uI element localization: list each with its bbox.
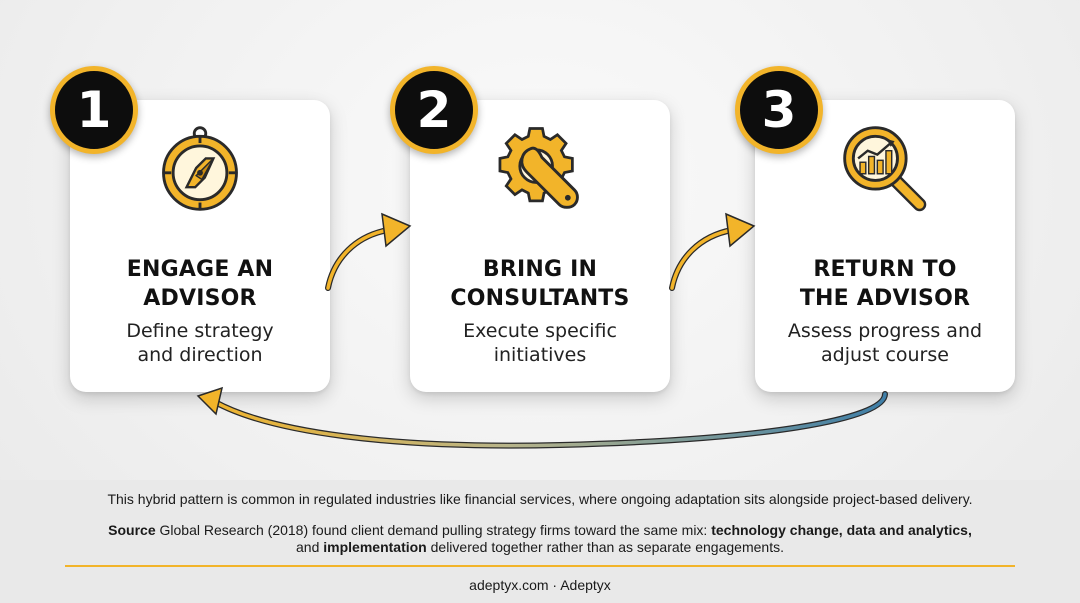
step-3-card: RETURN TO THE ADVISOR Assess progress an…	[755, 100, 1015, 392]
step-2-desc-line1: Execute specific	[463, 320, 617, 342]
step-1-desc-line2: and direction	[137, 344, 263, 366]
step-2-card: BRING IN CONSULTANTS Execute specific in…	[410, 100, 670, 392]
step-3-description: Assess progress and adjust course	[755, 319, 1015, 367]
source-citation: Source Global Research (2018) found clie…	[40, 522, 1040, 556]
source-text-1: Global Research (2018) found client dema…	[155, 522, 712, 538]
footer: This hybrid pattern is common in regulat…	[0, 480, 1080, 603]
step-2-description: Execute specific initiatives	[410, 319, 670, 367]
step-1-description: Define strategy and direction	[70, 319, 330, 367]
step-3-title: RETURN TO THE ADVISOR	[755, 255, 1015, 313]
step-2-title-line2: CONSULTANTS	[450, 286, 630, 311]
footer-note: This hybrid pattern is common in regulat…	[107, 491, 973, 507]
step-2-number-badge: 2	[390, 66, 478, 154]
compass-icon	[70, 120, 330, 220]
step-1-title: ENGAGE AN ADVISOR	[70, 255, 330, 313]
step-1-title-line1: ENGAGE AN	[126, 257, 274, 282]
source-label: Source	[108, 522, 156, 538]
step-2-title: BRING IN CONSULTANTS	[410, 255, 670, 313]
footer-credit: adeptyx.com · Adeptyx	[469, 577, 611, 593]
arrow-loop-back	[196, 386, 888, 449]
arrow-step1-to-step2	[325, 212, 412, 291]
step-2-title-line1: BRING IN	[482, 257, 598, 282]
magnifier-chart-icon	[755, 120, 1015, 220]
step-1-desc-line1: Define strategy	[126, 320, 274, 342]
gear-wrench-icon	[410, 120, 670, 220]
source-bold-1: technology change, data and analytics,	[711, 522, 972, 538]
process-diagram: 1 ENGAGE AN ADVISOR Define strategy and …	[50, 66, 1015, 449]
step-2-desc-line2: initiatives	[493, 344, 587, 366]
step-3-desc-line1: Assess progress and	[787, 320, 983, 342]
source-text-3: delivered together rather than as separa…	[426, 539, 784, 555]
footer-divider	[65, 565, 1015, 567]
step-3-desc-line2: adjust course	[821, 344, 949, 366]
step-3-number-badge: 3	[735, 66, 823, 154]
step-3-title-line2: THE ADVISOR	[799, 286, 971, 311]
arrow-step2-to-step3	[669, 212, 756, 291]
source-bold-2: implementation	[323, 539, 427, 555]
source-text-2: and	[296, 539, 324, 555]
step-1-title-line2: ADVISOR	[143, 286, 257, 311]
step-3-title-line1: RETURN TO	[813, 257, 957, 282]
step-1-number-badge: 1	[50, 66, 138, 154]
